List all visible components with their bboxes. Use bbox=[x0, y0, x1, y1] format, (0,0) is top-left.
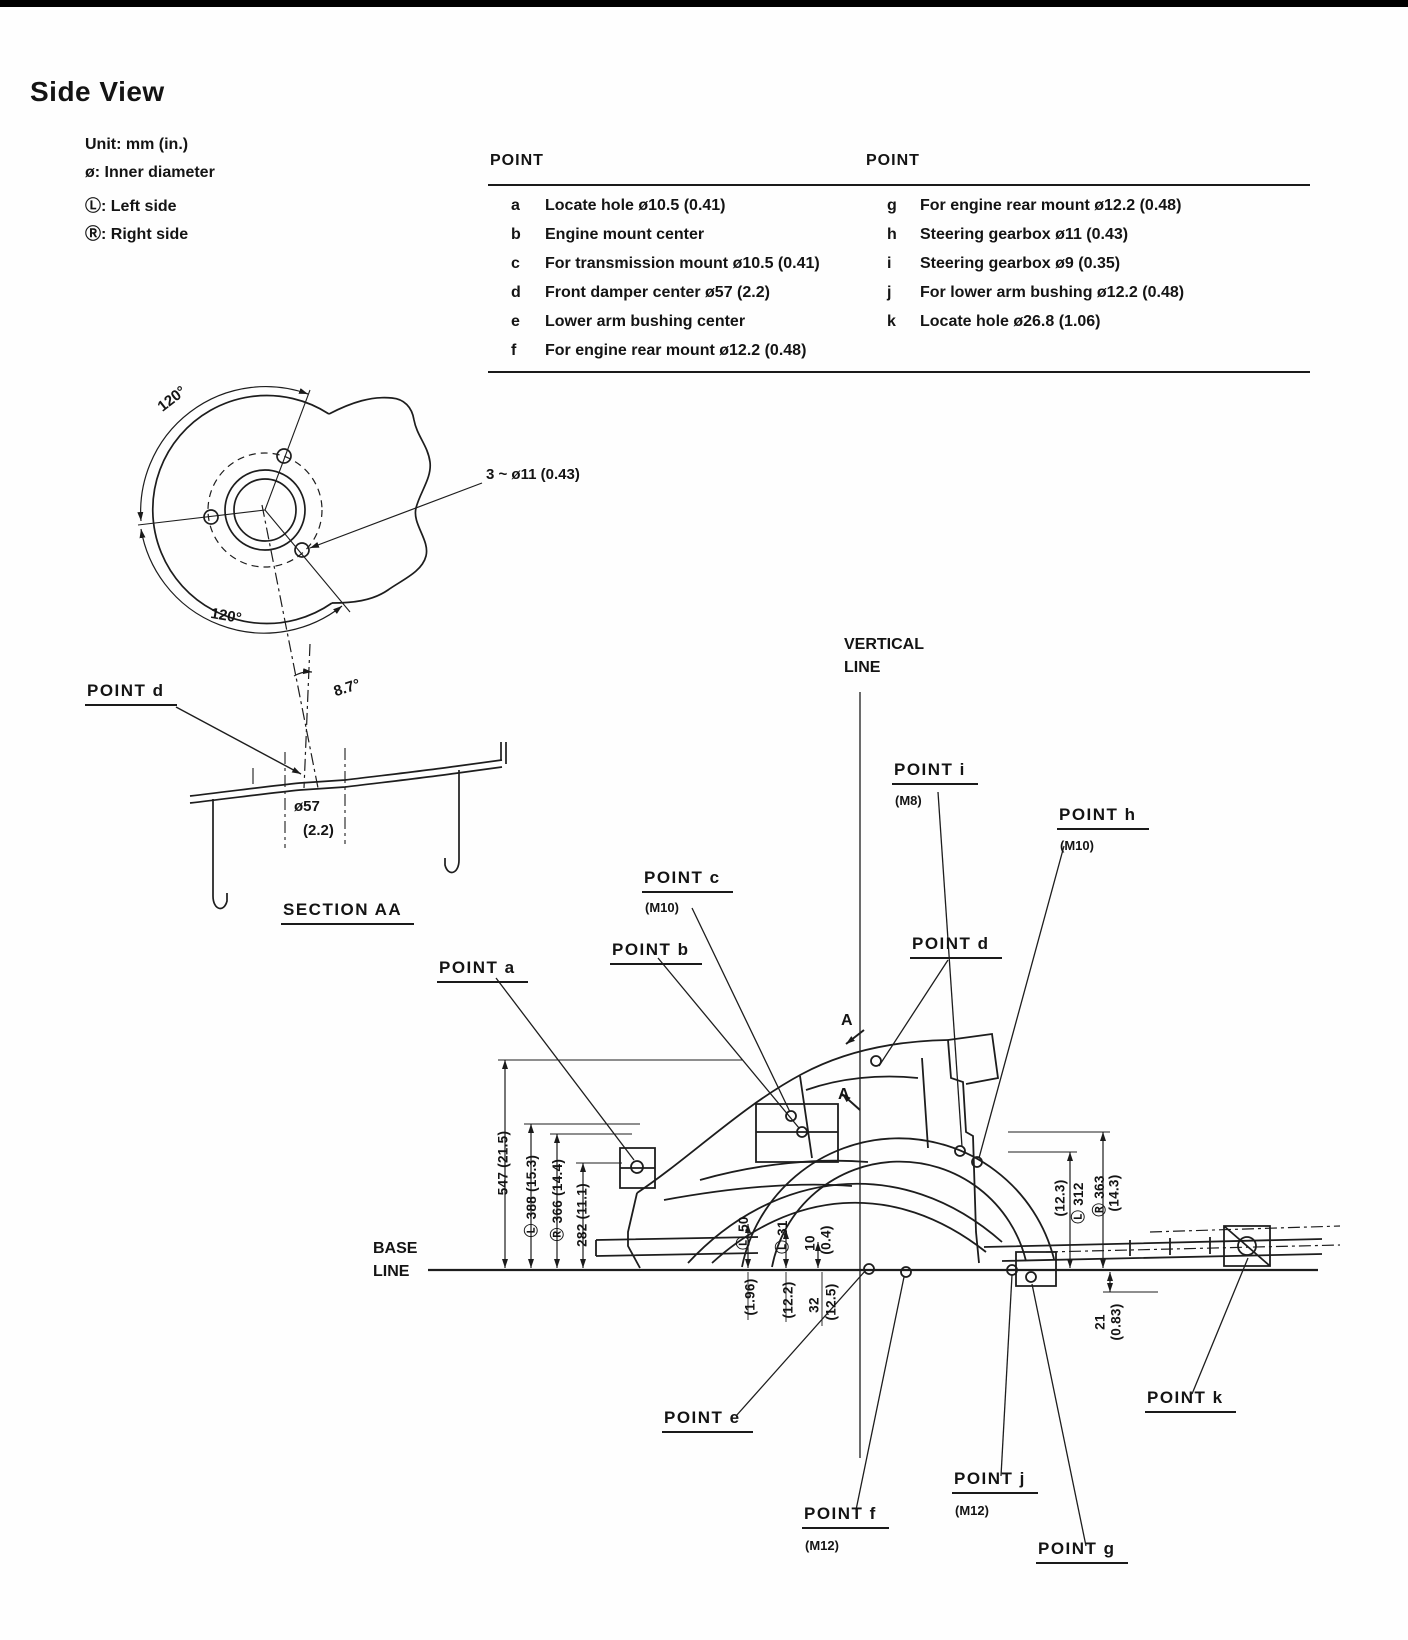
dim-31-in: (12.2) bbox=[780, 1281, 796, 1319]
point-k-label: POINT k bbox=[1145, 1388, 1236, 1413]
page-title: Side View bbox=[30, 76, 165, 107]
legend-left-side: Ⓛ: Left side bbox=[85, 198, 177, 215]
dim-31: Ⓛ 31 bbox=[775, 1220, 790, 1254]
table-key: a bbox=[511, 197, 520, 214]
dim-388: Ⓛ 388 (15.3) bbox=[524, 1154, 539, 1238]
dim-32-in: (12.5) bbox=[823, 1283, 839, 1321]
bolt-callout: 3 ~ ø11 (0.43) bbox=[486, 466, 580, 483]
dim-366: Ⓡ 366 (14.4) bbox=[550, 1158, 565, 1242]
legend-unit: Unit: mm (in.) bbox=[85, 136, 189, 153]
dim-312-in: (12.3) bbox=[1052, 1179, 1068, 1217]
base-line-label-2: LINE bbox=[373, 1263, 410, 1280]
dim-10: 10 bbox=[802, 1235, 818, 1251]
table-desc: For engine rear mount ø12.2 (0.48) bbox=[920, 197, 1182, 214]
section-arrow-a-bottom: A bbox=[838, 1086, 850, 1103]
table-rule-bottom bbox=[488, 371, 1310, 373]
table-key: b bbox=[511, 226, 521, 243]
table-desc: Steering gearbox ø11 (0.43) bbox=[920, 226, 1129, 243]
point-f-thread: (M12) bbox=[805, 1538, 839, 1553]
table-header-left: POINT bbox=[490, 152, 544, 169]
table-desc: For engine rear mount ø12.2 (0.48) bbox=[545, 342, 807, 359]
table-key: f bbox=[511, 342, 517, 359]
dim-547: 547 (21.5) bbox=[495, 1130, 511, 1196]
dim-50-in: (1.96) bbox=[742, 1278, 758, 1316]
table-key: h bbox=[887, 226, 897, 243]
dim-282: 282 (11.1) bbox=[574, 1183, 590, 1247]
dimension-lines bbox=[498, 1059, 1158, 1326]
vertical-line-label-2: LINE bbox=[844, 659, 881, 676]
point-e-label: POINT e bbox=[662, 1408, 753, 1433]
table-desc: For transmission mount ø10.5 (0.41) bbox=[545, 255, 820, 272]
point-a-label: POINT a bbox=[437, 958, 528, 983]
table-desc: Front damper center ø57 (2.2) bbox=[545, 284, 770, 301]
legend-right-side: Ⓡ: Right side bbox=[85, 226, 189, 243]
dim-21: 21 bbox=[1092, 1314, 1108, 1330]
table-rule-top bbox=[488, 184, 1310, 186]
section-arrow-a-top: A bbox=[841, 1012, 853, 1029]
table-key: j bbox=[887, 284, 892, 301]
dim-50: Ⓛ 50 bbox=[736, 1216, 751, 1250]
bore-dia-inch-label: (2.2) bbox=[303, 822, 334, 839]
section-aa-drawing bbox=[189, 742, 507, 910]
vertical-line-label-1: VERTICAL bbox=[844, 636, 924, 653]
table-header-right: POINT bbox=[866, 152, 920, 169]
point-d-detail-label: POINT d bbox=[85, 681, 177, 706]
leader-lines bbox=[495, 791, 1249, 1547]
dim-10-in: (0.4) bbox=[818, 1225, 834, 1255]
table-key: k bbox=[887, 313, 896, 330]
dim-363: Ⓡ 363 bbox=[1092, 1175, 1107, 1217]
table-key: i bbox=[887, 255, 892, 272]
dim-32: 32 bbox=[806, 1297, 822, 1313]
bore-dia-label: ø57 bbox=[294, 798, 320, 815]
dim-21-in: (0.83) bbox=[1108, 1303, 1124, 1341]
section-aa-label: SECTION AA bbox=[281, 900, 415, 925]
strut-detail-drawing bbox=[137, 386, 483, 789]
point-c-label: POINT c bbox=[642, 868, 733, 893]
point-i-thread: (M8) bbox=[895, 793, 922, 808]
point-i-label: POINT i bbox=[892, 760, 978, 785]
point-d-label: POINT d bbox=[910, 934, 1002, 959]
base-line-label-1: BASE bbox=[373, 1240, 418, 1257]
dim-312: Ⓛ 312 bbox=[1071, 1182, 1086, 1224]
side-view-drawing bbox=[428, 692, 1341, 1458]
point-j-thread: (M12) bbox=[955, 1503, 989, 1518]
table-desc: For lower arm bushing ø12.2 (0.48) bbox=[920, 284, 1185, 301]
point-b-label: POINT b bbox=[610, 940, 702, 965]
legend-diameter: ø: Inner diameter bbox=[85, 164, 215, 181]
point-h-label: POINT h bbox=[1057, 805, 1149, 830]
point-f-label: POINT f bbox=[802, 1504, 889, 1529]
point-h-thread: (M10) bbox=[1060, 838, 1094, 853]
table-key: c bbox=[511, 255, 520, 272]
dim-363-in: (14.3) bbox=[1106, 1174, 1122, 1212]
table-desc: Lower arm bushing center bbox=[545, 313, 746, 330]
table-key: d bbox=[511, 284, 521, 301]
table-desc: Steering gearbox ø9 (0.35) bbox=[920, 255, 1121, 272]
table-key: g bbox=[887, 197, 897, 214]
point-g-label: POINT g bbox=[1036, 1539, 1128, 1564]
table-desc: Engine mount center bbox=[545, 226, 705, 243]
scan-edge-top bbox=[0, 0, 1408, 7]
table-desc: Locate hole ø10.5 (0.41) bbox=[545, 197, 726, 214]
point-j-label: POINT j bbox=[952, 1469, 1038, 1494]
table-key: e bbox=[511, 313, 520, 330]
point-c-thread: (M10) bbox=[645, 900, 679, 915]
table-desc: Locate hole ø26.8 (1.06) bbox=[920, 313, 1101, 330]
